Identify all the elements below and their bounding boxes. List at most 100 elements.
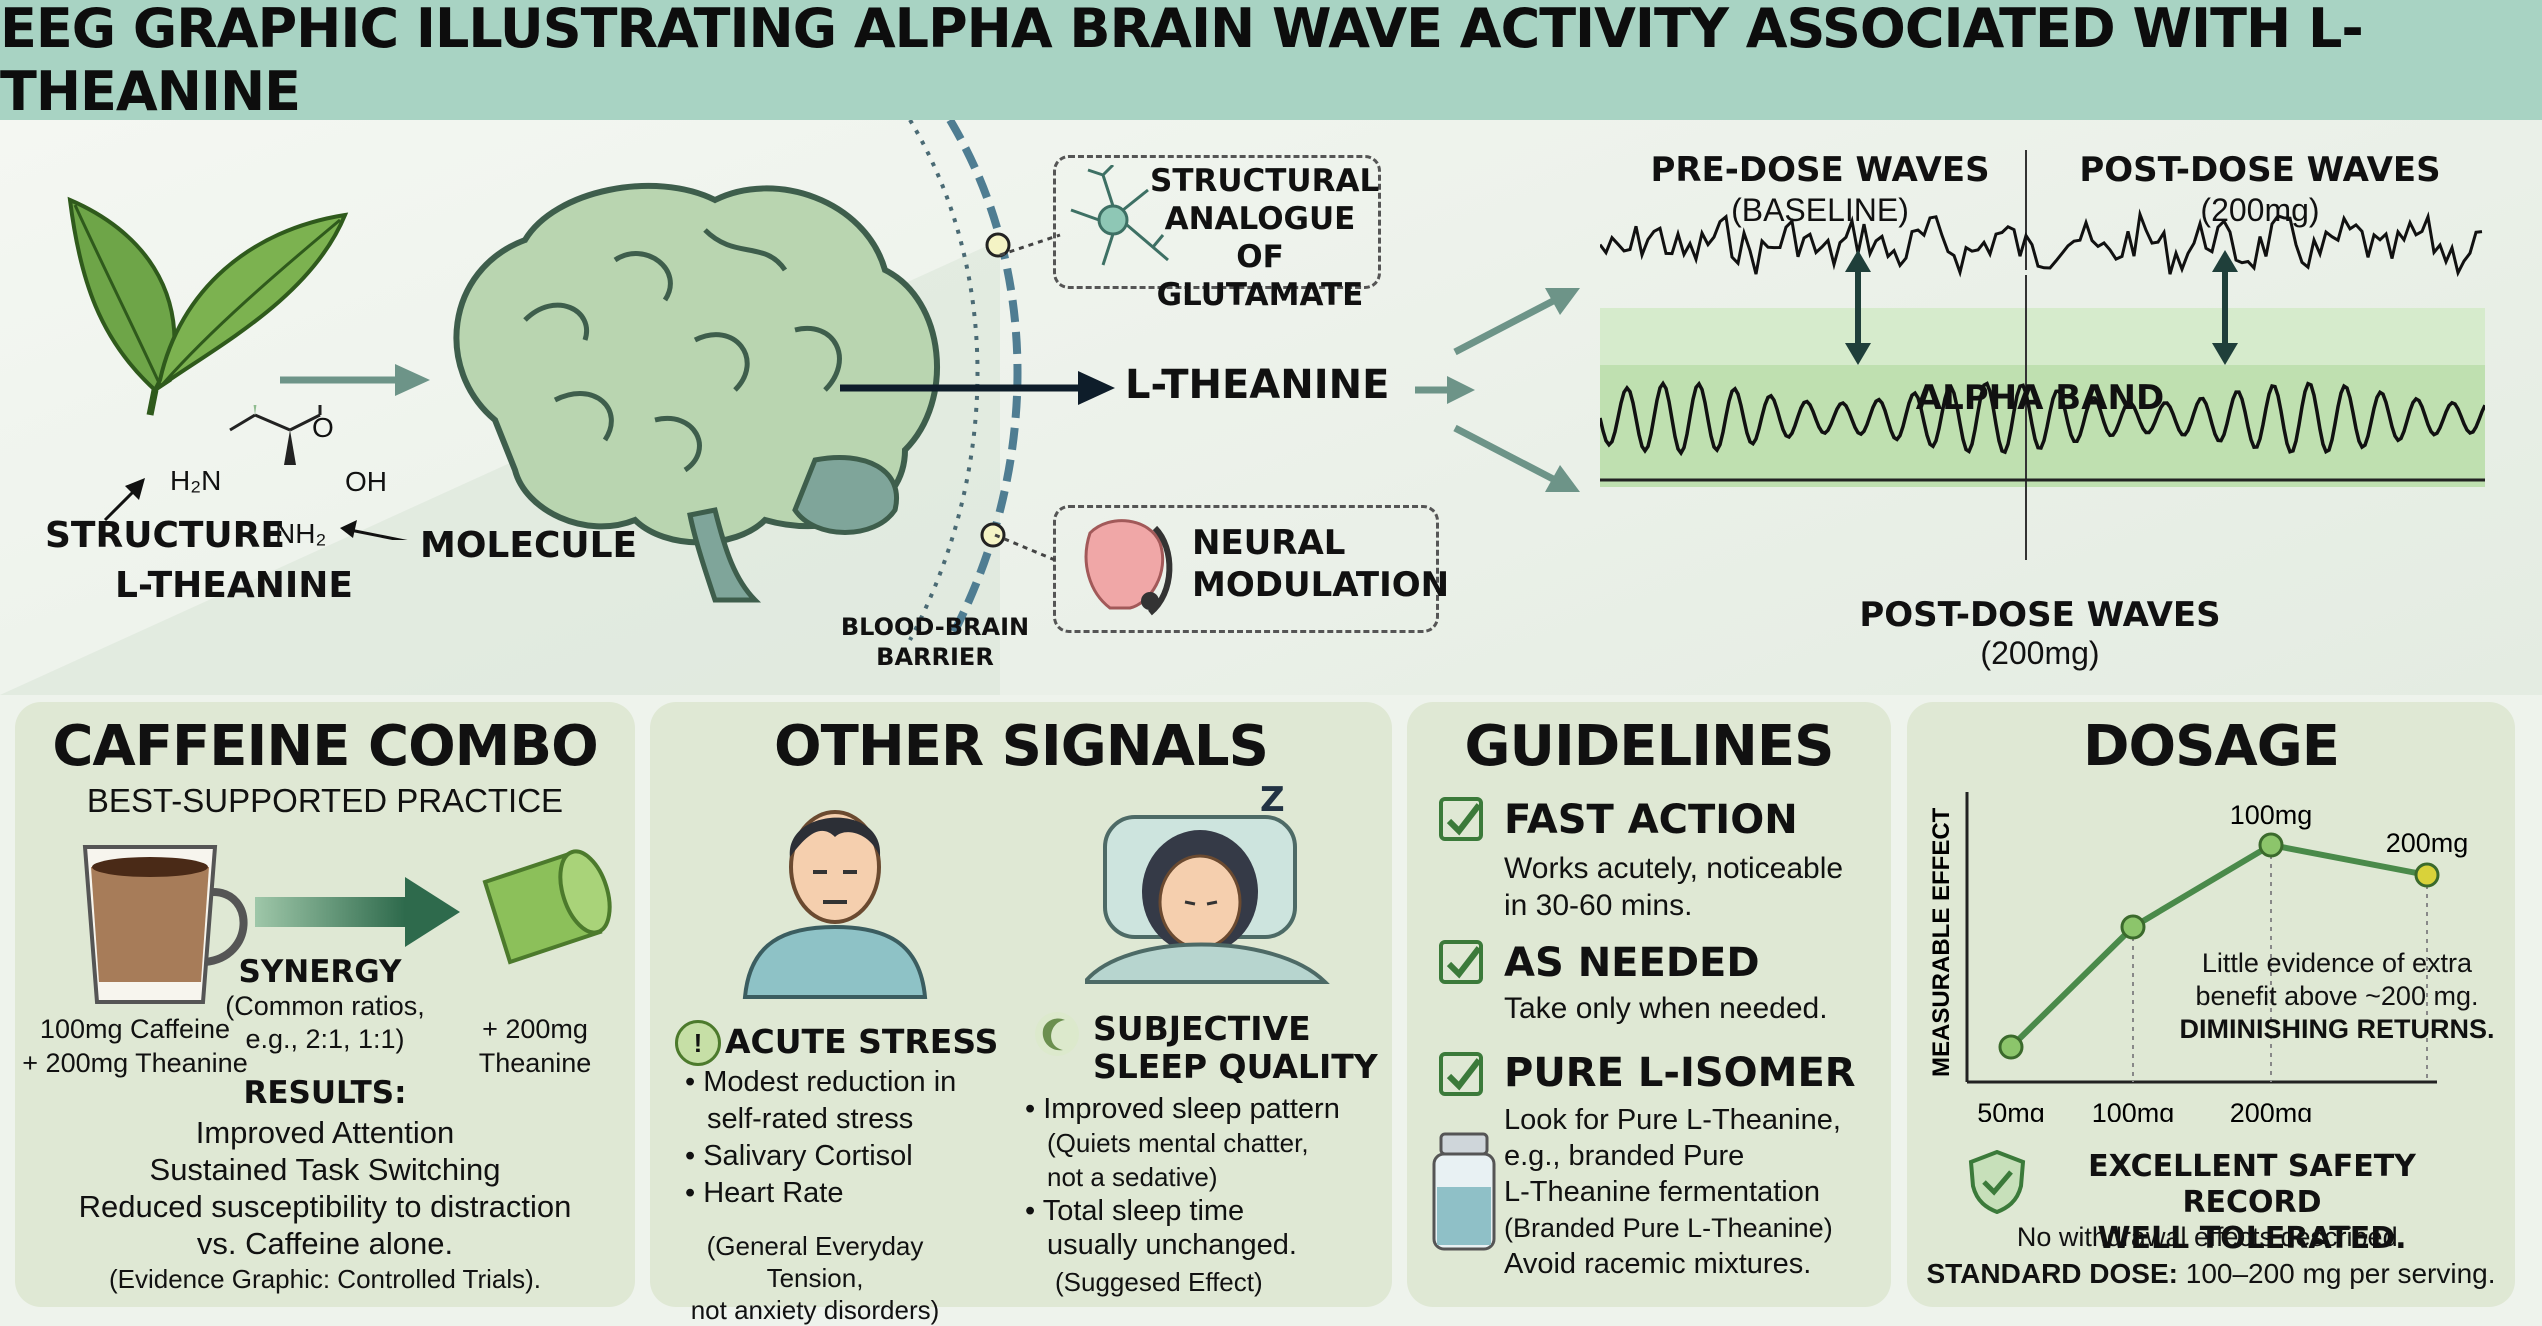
center-theanine-label: L-THEANINE bbox=[1125, 362, 1390, 408]
checkbox-icon bbox=[1439, 1052, 1483, 1096]
stressed-person-icon bbox=[742, 810, 928, 999]
neural-modulation-box bbox=[1053, 505, 1439, 633]
result-item: Sustained Task Switching bbox=[149, 1152, 501, 1187]
stress-list: Modest reduction in self-rated stress Sa… bbox=[685, 1064, 956, 1212]
stress-item: Heart Rate bbox=[685, 1175, 956, 1212]
sleep-title: SUBJECTIVE SLEEP QUALITY bbox=[1093, 1009, 1378, 1086]
data-point bbox=[2258, 832, 2284, 858]
caffeine-panel: CAFFEINE COMBO BEST-SUPPORTED PRACTICE S… bbox=[15, 702, 635, 1307]
sleep-item: Improved sleep pattern bbox=[1025, 1092, 1340, 1126]
atom-oh: OH bbox=[345, 466, 387, 497]
post-dose-title: POST-DOSE WAVES bbox=[2079, 150, 2441, 190]
point-label: 100mg bbox=[2230, 800, 2313, 830]
synergy-arrow bbox=[255, 877, 460, 947]
alert-icon: ! bbox=[675, 1020, 721, 1066]
x-tick-label: 200mg bbox=[2230, 1098, 2313, 1122]
data-point bbox=[2414, 862, 2440, 888]
sleep-item: (Quiets mental chatter, bbox=[1047, 1128, 1309, 1158]
result-item: vs. Caffeine alone. bbox=[196, 1226, 454, 1261]
eeg-plot bbox=[1600, 150, 2485, 560]
dosage-note: Little evidence of extra benefit above ~… bbox=[2179, 948, 2495, 1044]
pre-dose-wave bbox=[1600, 208, 2483, 278]
effect-line bbox=[2008, 841, 2428, 1050]
post-dose-sub: (200mg) bbox=[2200, 192, 2320, 228]
connector-dashes-2 bbox=[994, 533, 1056, 562]
point-label: 200mg bbox=[2386, 828, 2469, 858]
structural-analogue-box bbox=[1053, 155, 1381, 289]
guideline-needed-text: Take only when needed. bbox=[1504, 992, 1828, 1025]
alpha-wave bbox=[1600, 380, 2485, 457]
guidelines-panel: GUIDELINES FAST ACTION Works acutely, no… bbox=[1407, 702, 1891, 1307]
structural-analogue-text: STRUCTURAL ANALOGUE OF GLUTAMATE bbox=[1150, 163, 1380, 313]
guideline-pure-text: Look for Pure L-Theanine, e.g., branded … bbox=[1504, 1104, 1841, 1280]
arrow-to-brain bbox=[280, 364, 430, 396]
capsule-icon bbox=[482, 849, 612, 965]
brain-icon bbox=[453, 182, 941, 603]
supplement-bottle-icon bbox=[1432, 1132, 1496, 1251]
guideline-pure-title: PURE L-ISOMER bbox=[1504, 1050, 1856, 1096]
checkbox-icon bbox=[1439, 940, 1483, 984]
safety-note: No withdrawal effects described. bbox=[2016, 1222, 2406, 1252]
stress-item: Salivary Cortisol bbox=[685, 1138, 956, 1175]
header-bar: EEG GRAPHIC ILLUSTRATING ALPHA BRAIN WAV… bbox=[0, 0, 2542, 123]
atom-h2n: H₂N bbox=[170, 465, 222, 496]
molecule-skeleton bbox=[229, 405, 322, 465]
ratios-text: (Common ratios, e.g., 2:1, 1:1) bbox=[225, 991, 425, 1054]
sleep-note: (Suggesed Effect) bbox=[1055, 1267, 1263, 1297]
synergy-label: SYNERGY bbox=[238, 954, 402, 990]
connector-dashes-1 bbox=[999, 233, 1061, 257]
sleep-z: Z bbox=[1260, 780, 1285, 820]
caffeine-note: (Evidence Graphic: Controlled Trials). bbox=[108, 1264, 542, 1294]
head-profile-icon bbox=[1084, 519, 1173, 616]
guideline-needed-title: AS NEEDED bbox=[1504, 940, 1760, 986]
tea-leaf-icon bbox=[67, 196, 349, 416]
sleep-item: not a sedative) bbox=[1047, 1162, 1218, 1192]
neural-modulation-text: NEURAL MODULATION bbox=[1192, 523, 1450, 605]
sleep-list: Improved sleep pattern (Quiets mental ch… bbox=[1025, 1092, 1340, 1262]
safety-title: EXCELLENT SAFETY RECORD WELL TOLERATED. bbox=[2088, 1149, 2416, 1256]
stress-note: (General Everyday Tension, not anxiety d… bbox=[690, 1231, 940, 1325]
alpha-band-region bbox=[1600, 365, 2485, 487]
data-point bbox=[2120, 914, 2146, 940]
checkbox-icon bbox=[1439, 797, 1483, 841]
results-list: Improved Attention Sustained Task Switch… bbox=[15, 1114, 635, 1262]
stress-item: self-rated stress bbox=[707, 1103, 914, 1135]
guidelines-title: GUIDELINES bbox=[1464, 714, 1835, 779]
signals-panel: OTHER SIGNALS Z ! ACUTE STRESS Modest re… bbox=[650, 702, 1392, 1325]
blood-brain-barrier-arc bbox=[908, 120, 1022, 642]
atom-nh2: NH₂ bbox=[275, 518, 327, 549]
caffeine-dose-text: 100mg Caffeine + 200mg Theanine bbox=[22, 1014, 248, 1078]
pre-dose-title: PRE-DOSE WAVES bbox=[1650, 150, 1990, 190]
moon-icon bbox=[1035, 1012, 1079, 1056]
shield-check-icon bbox=[1968, 1150, 2026, 1214]
sleeping-person-icon bbox=[1085, 815, 1330, 984]
signals-title: OTHER SIGNALS bbox=[774, 714, 1269, 779]
coffee-cup-icon bbox=[82, 845, 248, 1004]
theanine-dose-text: + 200mg Theanine bbox=[478, 1014, 592, 1078]
sleep-item: usually unchanged. bbox=[1047, 1229, 1297, 1261]
guideline-fast-text: Works acutely, noticeable in 30-60 mins. bbox=[1504, 852, 1844, 922]
result-item: Reduced susceptibility to distraction bbox=[78, 1189, 572, 1224]
stress-title: ACUTE STRESS bbox=[725, 1022, 999, 1061]
stress-item: Modest reduction in bbox=[685, 1064, 956, 1101]
molecule-label: MOLECULE bbox=[420, 525, 638, 566]
alpha-band-label: ALPHA BAND bbox=[1915, 378, 2165, 418]
molecule-pointer-arrows bbox=[103, 478, 408, 540]
bbb-label: BLOOD-BRAIN BARRIER bbox=[840, 613, 1030, 671]
standard-dose: STANDARD DOSE: 100–200 mg per serving. bbox=[1926, 1258, 2496, 1289]
atom-o: O bbox=[312, 412, 334, 443]
sleep-item: Total sleep time bbox=[1025, 1194, 1340, 1228]
results-title: RESULTS: bbox=[243, 1075, 407, 1111]
x-tick-label: 50mg bbox=[1977, 1098, 2045, 1122]
dosage-title: DOSAGE bbox=[2083, 714, 2340, 779]
caffeine-subtitle: BEST-SUPPORTED PRACTICE bbox=[86, 782, 564, 819]
structure-label: STRUCTURE bbox=[45, 515, 285, 556]
pre-dose-sub: (BASELINE) bbox=[1731, 192, 1909, 228]
top-section: H₂N O OH NH₂ STRUCTURE L-THEANINE MOLECU… bbox=[0, 120, 2542, 695]
caffeine-title: CAFFEINE COMBO bbox=[52, 714, 598, 779]
page-title: EEG GRAPHIC ILLUSTRATING ALPHA BRAIN WAV… bbox=[0, 0, 2364, 123]
result-item: Improved Attention bbox=[195, 1115, 455, 1150]
guideline-fast-title: FAST ACTION bbox=[1504, 797, 1798, 843]
